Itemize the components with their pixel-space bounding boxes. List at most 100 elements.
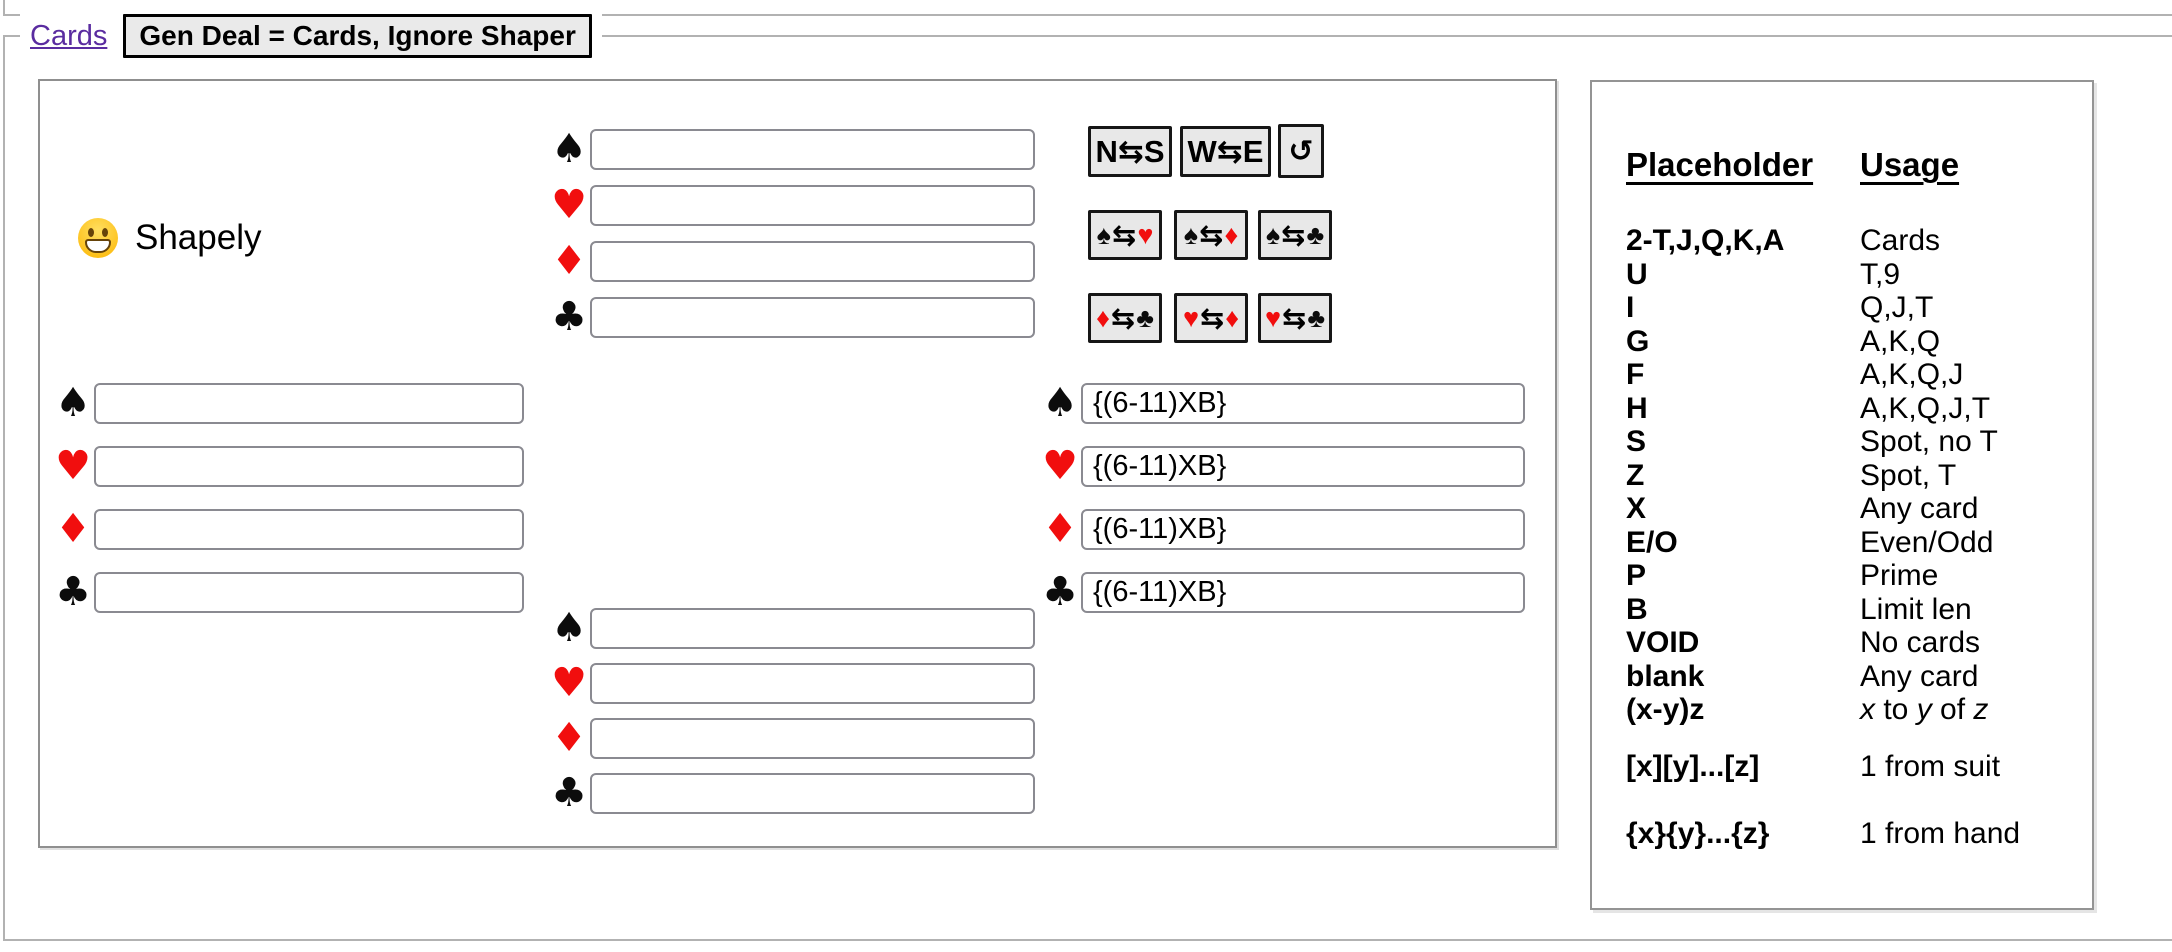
swap-diamonds-clubs-button[interactable]: ♦⇆♣ (1088, 293, 1162, 343)
south-diamond-input[interactable] (590, 718, 1035, 759)
spade-icon: ♠ (551, 605, 587, 651)
south-heart-row: ♥ (550, 663, 1035, 704)
swap-spades-hearts-button[interactable]: ♠⇆♥ (1088, 210, 1162, 260)
south-heart-input[interactable] (590, 663, 1035, 704)
west-diamond-input[interactable] (94, 509, 524, 550)
diamond-icon: ♦ (1042, 506, 1078, 552)
swap-arrow-icon: ⇆ (1282, 301, 1307, 335)
north-heart-input[interactable] (590, 185, 1035, 226)
east-heart-row: ♥ (1041, 446, 1525, 487)
club-icon: ♣ (55, 569, 91, 615)
spade-icon: ♠ (551, 126, 587, 172)
swap-arrow-icon: ⇆ (1112, 218, 1137, 252)
rotate-deal-button[interactable]: ↺ (1278, 124, 1324, 178)
cards-fieldset-legend: Cards Gen Deal = Cards, Ignore Shaper (20, 12, 602, 60)
east-club-row: ♣ (1041, 572, 1525, 613)
north-diamond-row: ♦ (550, 241, 1035, 282)
north-heart-row: ♥ (550, 185, 1035, 226)
east-club-input[interactable] (1081, 572, 1525, 613)
south-club-row: ♣ (550, 773, 1035, 814)
north-spade-input[interactable] (590, 129, 1035, 170)
rotate-icon: ↺ (1288, 133, 1314, 169)
swap-arrow-icon: ⇆ (1199, 218, 1224, 252)
diamond-icon: ♦ (551, 238, 587, 284)
placeholder-column-header: Placeholder (1626, 146, 1814, 183)
heart-icon: ♥ (55, 443, 91, 489)
spade-icon: ♠ (55, 380, 91, 426)
gen-deal-mode-button[interactable]: Gen Deal = Cards, Ignore Shaper (123, 14, 592, 58)
swap-arrow-icon: ⇆ (1199, 301, 1225, 335)
heart-icon: ♥ (551, 182, 587, 228)
heart-icon: ♥ (551, 660, 587, 706)
south-club-input[interactable] (590, 773, 1035, 814)
south-spade-input[interactable] (590, 608, 1035, 649)
diamond-icon: ♦ (551, 715, 587, 761)
east-heart-input[interactable] (1081, 446, 1525, 487)
placeholder-row-hand: {x}{y}...{z} 1 from hand (1626, 817, 2021, 850)
club-icon: ♣ (1307, 302, 1326, 333)
diamond-icon: ♦ (1224, 219, 1239, 250)
club-icon: ♣ (551, 294, 587, 340)
club-icon: ♣ (1136, 302, 1154, 333)
spade-icon: ♠ (1096, 219, 1111, 250)
swap-hearts-diamonds-button[interactable]: ♥⇆♦ (1174, 293, 1248, 343)
swap-spades-clubs-button[interactable]: ♠⇆♣ (1258, 210, 1332, 260)
placeholder-row-suit: [x][y]...[z] 1 from suit (1626, 750, 2001, 783)
grinning-face-icon (78, 218, 118, 258)
club-icon: ♣ (1042, 569, 1078, 615)
spade-icon: ♠ (1042, 380, 1078, 426)
swap-west-east-button[interactable]: W⇆E (1180, 126, 1271, 177)
diamond-icon: ♦ (55, 506, 91, 552)
spade-icon: ♠ (1183, 219, 1199, 250)
shapely-label: Shapely (135, 218, 262, 257)
swap-north-south-button[interactable]: N⇆S (1088, 126, 1172, 177)
north-club-row: ♣ (550, 297, 1035, 338)
placeholder-panel-header: Placeholder Usage (1626, 144, 1959, 186)
usage-column-header: Usage (1860, 146, 1960, 183)
heart-icon: ♥ (1137, 219, 1154, 250)
west-spade-input[interactable] (94, 383, 524, 424)
west-heart-row: ♥ (54, 446, 524, 487)
heart-icon: ♥ (1042, 443, 1078, 489)
diamond-icon: ♦ (1096, 302, 1110, 333)
west-spade-row: ♠ (54, 383, 524, 424)
spade-icon: ♠ (1265, 219, 1281, 250)
west-club-input[interactable] (94, 572, 524, 613)
cards-link[interactable]: Cards (30, 19, 108, 52)
diamond-icon: ♦ (1225, 302, 1240, 333)
west-club-row: ♣ (54, 572, 524, 613)
east-spade-row: ♠ (1041, 383, 1525, 424)
south-diamond-row: ♦ (550, 718, 1035, 759)
swap-hearts-clubs-button[interactable]: ♥⇆♣ (1258, 293, 1332, 343)
swap-spades-diamonds-button[interactable]: ♠⇆♦ (1174, 210, 1248, 260)
cards-fieldset-border (3, 35, 2172, 941)
club-icon: ♣ (1306, 219, 1325, 250)
west-heart-input[interactable] (94, 446, 524, 487)
east-diamond-input[interactable] (1081, 509, 1525, 550)
club-icon: ♣ (551, 770, 587, 816)
placeholder-row-xyz: (x-y)z x to y of z (1626, 693, 1989, 726)
east-diamond-row: ♦ (1041, 509, 1525, 550)
swap-arrow-icon: ⇆ (1281, 218, 1306, 252)
north-diamond-input[interactable] (590, 241, 1035, 282)
east-spade-input[interactable] (1081, 383, 1525, 424)
north-club-input[interactable] (590, 297, 1035, 338)
north-spade-row: ♠ (550, 129, 1035, 170)
previous-fieldset-edge (3, 0, 2172, 16)
heart-icon: ♥ (1182, 302, 1199, 333)
